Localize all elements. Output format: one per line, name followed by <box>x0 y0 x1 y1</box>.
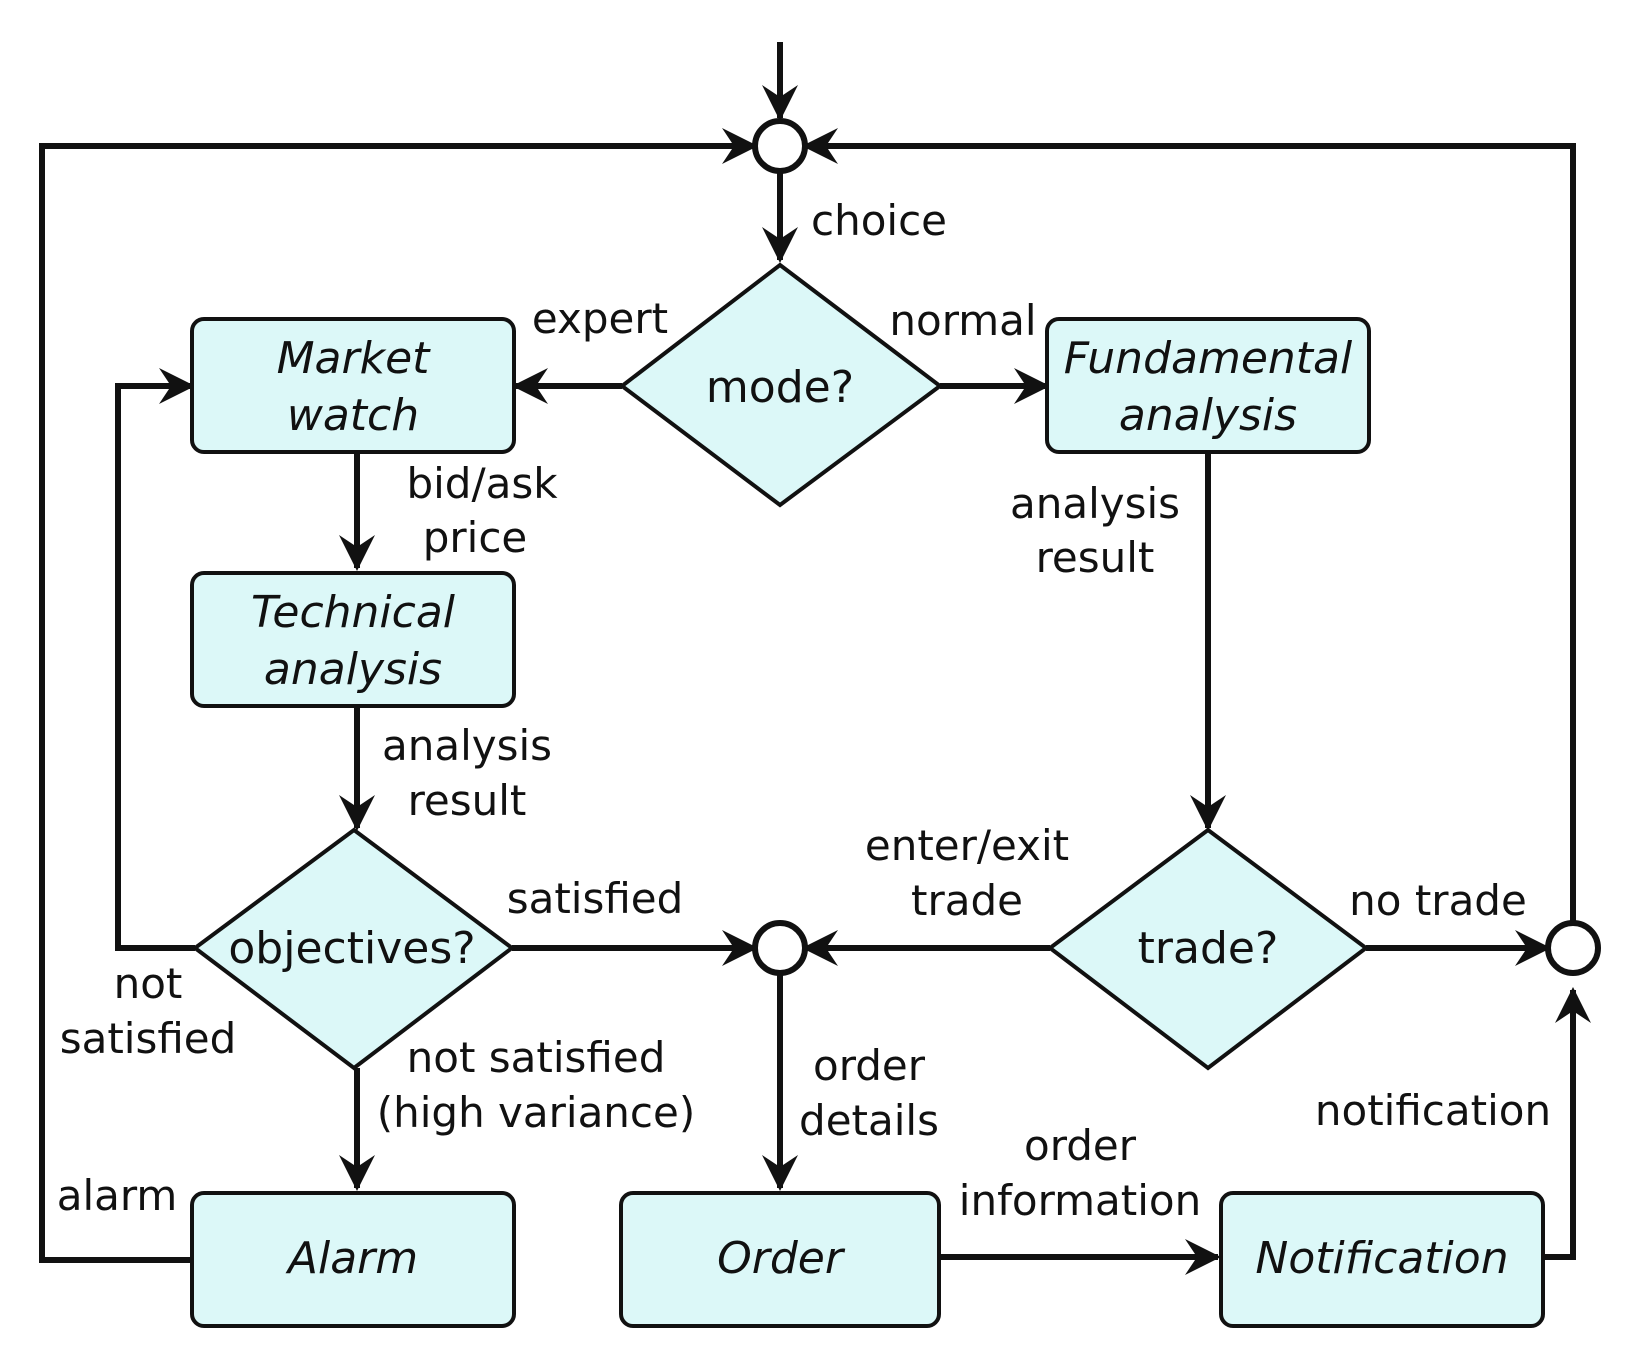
order-label: Order <box>717 1233 846 1284</box>
edge-alarm-loop <box>39 128 758 1263</box>
alarm-edge-label: alarm <box>57 1171 178 1220</box>
no-trade-label: no trade <box>1349 876 1527 925</box>
enter-exit-label-1: enter/exit <box>865 821 1069 870</box>
normal-label: normal <box>889 296 1036 345</box>
trade-decision: trade? <box>1046 827 1370 1071</box>
bid-ask-label-2: price <box>423 513 528 562</box>
order-information-label-1: order <box>1024 1121 1137 1170</box>
market-watch-label-1: Market <box>277 333 432 384</box>
order-information-label-2: information <box>959 1176 1201 1225</box>
junction-top <box>752 118 808 174</box>
fundamental-analysis-label-2: analysis <box>1119 390 1297 441</box>
edge-notification <box>1544 987 1591 1260</box>
market-watch-box: Market watch <box>190 317 516 454</box>
market-watch-label-2: watch <box>287 390 419 441</box>
order-box: Order <box>619 1191 941 1328</box>
enter-exit-label-2: trade <box>911 876 1023 925</box>
trade-decision-label: trade? <box>1138 923 1279 974</box>
objectives-decision: objectives? <box>191 827 516 1071</box>
high-variance-label-1: not satisfied <box>407 1033 666 1082</box>
not-satisfied-label-2: satisfied <box>60 1014 237 1063</box>
analysis-result-right-label-2: result <box>1036 533 1155 582</box>
fundamental-analysis-box: Fundamental analysis <box>1045 317 1371 454</box>
alarm-label: Alarm <box>285 1233 418 1284</box>
technical-analysis-label-2: analysis <box>264 644 442 695</box>
edge-notification-loop <box>802 128 1576 943</box>
junction-right <box>1545 920 1601 976</box>
order-details-label-2: details <box>799 1096 939 1145</box>
edges <box>39 42 1591 1275</box>
analysis-result-right-label-1: analysis <box>1010 479 1180 528</box>
satisfied-label: satisfied <box>507 874 684 923</box>
expert-label: expert <box>532 294 668 343</box>
technical-analysis-box: Technical analysis <box>190 571 516 708</box>
fundamental-analysis-label-1: Fundamental <box>1064 333 1353 384</box>
mode-decision: mode? <box>618 262 944 508</box>
notification-label: Notification <box>1255 1233 1508 1284</box>
alarm-box: Alarm <box>190 1191 516 1328</box>
technical-analysis-label-1: Technical <box>251 587 456 638</box>
choice-label: choice <box>811 196 947 245</box>
analysis-result-left-label-1: analysis <box>382 721 552 770</box>
junction-order <box>752 920 808 976</box>
edge-labels: choice expert normal bid/ask price analy… <box>57 196 1551 1225</box>
notification-edge-label: notification <box>1315 1086 1551 1135</box>
not-satisfied-label-1: not <box>114 959 183 1008</box>
edge-not-satisfied <box>115 368 195 951</box>
objectives-decision-label: objectives? <box>228 923 475 974</box>
notification-box: Notification <box>1219 1191 1545 1328</box>
order-details-label-1: order <box>813 1041 926 1090</box>
mode-decision-label: mode? <box>706 362 854 413</box>
high-variance-label-2: (high variance) <box>377 1088 696 1137</box>
analysis-result-left-label-2: result <box>408 776 527 825</box>
bid-ask-label-1: bid/ask <box>406 459 558 508</box>
